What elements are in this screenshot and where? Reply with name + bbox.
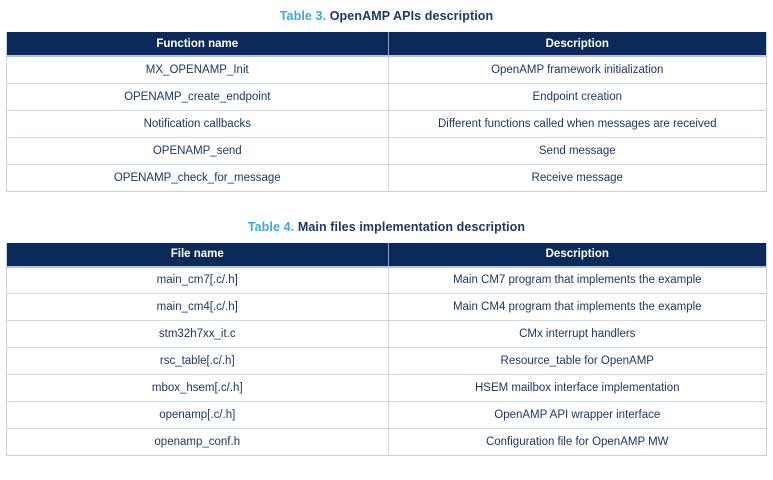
table-row: MX_OPENAMP_Init OpenAMP framework initia… bbox=[6, 56, 767, 84]
cell-file-name: main_cm7[.c/.h] bbox=[6, 266, 389, 294]
table-row: Notification callbacks Different functio… bbox=[6, 110, 767, 138]
table-body: MX_OPENAMP_Init OpenAMP framework initia… bbox=[6, 56, 767, 191]
cell-file-name: openamp_conf.h bbox=[6, 428, 389, 456]
cell-description: Endpoint creation bbox=[388, 83, 767, 111]
table-caption-label: Table 4. bbox=[247, 219, 295, 234]
table-header-row: Function name Description bbox=[6, 32, 767, 57]
cell-description: Main CM4 program that implements the exa… bbox=[388, 293, 767, 321]
cell-description: OpenAMP framework initialization bbox=[388, 56, 767, 84]
cell-description: Receive message bbox=[388, 164, 767, 191]
table-header: File name Description bbox=[6, 242, 767, 268]
data-table-main-files: File name Description main_cm7[.c/.h] Ma… bbox=[6, 242, 767, 456]
table-caption-label: Table 3. bbox=[279, 9, 327, 23]
table-row: OPENAMP_create_endpoint Endpoint creatio… bbox=[6, 83, 767, 111]
cell-file-name: main_cm4[.c/.h] bbox=[6, 293, 389, 321]
table-header-row: File name Description bbox=[6, 242, 767, 268]
cell-description: CMx interrupt handlers bbox=[388, 320, 767, 348]
cell-function-name: MX_OPENAMP_Init bbox=[6, 56, 389, 84]
table-caption-text: Main files implementation description bbox=[297, 219, 526, 234]
cell-function-name: Notification callbacks bbox=[6, 110, 389, 138]
table-row: openamp[.c/.h] OpenAMP API wrapper inter… bbox=[6, 401, 767, 429]
cell-file-name: rsc_table[.c/.h] bbox=[6, 347, 389, 375]
table-row: openamp_conf.h Configuration file for Op… bbox=[6, 428, 767, 456]
cell-file-name: openamp[.c/.h] bbox=[6, 401, 389, 429]
table-row: main_cm4[.c/.h] Main CM4 program that im… bbox=[6, 293, 767, 321]
cell-description: HSEM mailbox interface implementation bbox=[388, 374, 767, 402]
cell-function-name: OPENAMP_create_endpoint bbox=[6, 83, 389, 111]
cell-description: OpenAMP API wrapper interface bbox=[388, 401, 767, 429]
table-row: mbox_hsem[.c/.h] HSEM mailbox interface … bbox=[6, 374, 767, 402]
table-row: rsc_table[.c/.h] Resource_table for Open… bbox=[6, 347, 767, 375]
table-block-table-3: Table 3. OpenAMP APIs description Functi… bbox=[6, 0, 767, 192]
column-header-description: Description bbox=[388, 32, 767, 57]
cell-description: Different functions called when messages… bbox=[388, 110, 767, 138]
table-row: main_cm7[.c/.h] Main CM7 program that im… bbox=[6, 266, 767, 294]
table-caption-text: OpenAMP APIs description bbox=[329, 9, 494, 23]
table-row: stm32h7xx_it.c CMx interrupt handlers bbox=[6, 320, 767, 348]
cell-function-name: OPENAMP_check_for_message bbox=[6, 164, 389, 191]
data-table-openamp-apis: Function name Description MX_OPENAMP_Ini… bbox=[6, 32, 767, 192]
cell-file-name: stm32h7xx_it.c bbox=[6, 320, 389, 348]
table-block-table-4: Table 4. Main files implementation descr… bbox=[6, 192, 767, 456]
column-header-description: Description bbox=[388, 242, 767, 268]
table-header: Function name Description bbox=[6, 32, 767, 57]
table-row: OPENAMP_check_for_message Receive messag… bbox=[6, 164, 767, 191]
table-caption-table-3: Table 3. OpenAMP APIs description bbox=[6, 9, 767, 23]
column-header-function-name: Function name bbox=[6, 32, 389, 57]
cell-description: Send message bbox=[388, 137, 767, 165]
table-caption-table-4: Table 4. Main files implementation descr… bbox=[6, 220, 767, 234]
column-header-file-name: File name bbox=[6, 242, 389, 268]
table-body: main_cm7[.c/.h] Main CM7 program that im… bbox=[6, 266, 767, 456]
cell-file-name: mbox_hsem[.c/.h] bbox=[6, 374, 389, 402]
cell-description: Resource_table for OpenAMP bbox=[388, 347, 767, 375]
cell-description: Main CM7 program that implements the exa… bbox=[388, 266, 767, 294]
cell-function-name: OPENAMP_send bbox=[6, 137, 389, 165]
cell-description: Configuration file for OpenAMP MW bbox=[388, 428, 767, 456]
table-row: OPENAMP_send Send message bbox=[6, 137, 767, 165]
